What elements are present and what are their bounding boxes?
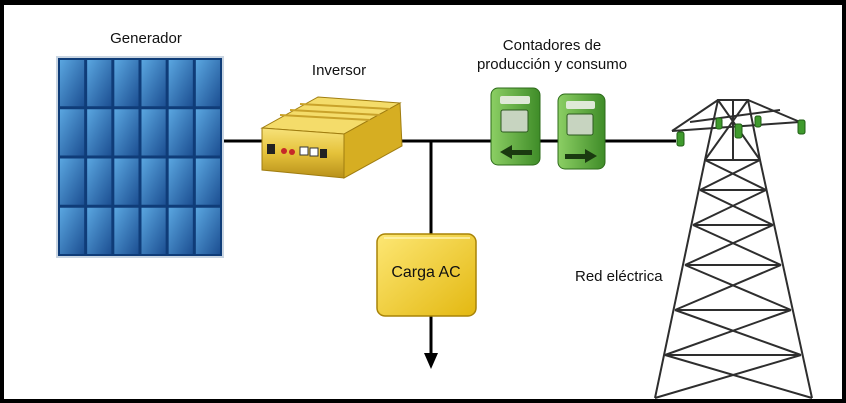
transmission-tower-icon — [654, 99, 813, 399]
solar-cell — [168, 158, 193, 205]
inverter-label: Inversor — [311, 62, 367, 79]
wiring — [222, 139, 676, 355]
solar-cell — [114, 109, 139, 156]
solar-cell — [114, 207, 139, 254]
solar-cell — [87, 158, 112, 205]
solar-cell — [60, 60, 85, 107]
generator-label: Generador — [110, 30, 182, 47]
load-output-arrow-icon — [424, 353, 438, 369]
meters-label-line2: producción y consumo — [476, 56, 628, 73]
solar-cell — [60, 207, 85, 254]
solar-cell — [141, 109, 166, 156]
grid-label: Red eléctrica — [575, 268, 663, 285]
insulator-icons — [676, 115, 806, 147]
inverter-icon — [260, 96, 403, 179]
solar-cell — [195, 158, 220, 205]
load-label: Carga AC — [391, 264, 461, 281]
solar-cell — [168, 109, 193, 156]
solar-cell — [87, 60, 112, 107]
solar-cell — [195, 60, 220, 107]
solar-cell — [87, 109, 112, 156]
ac-load-box-icon — [376, 233, 477, 317]
solar-cell — [141, 60, 166, 107]
solar-cell — [195, 207, 220, 254]
solar-cell — [195, 109, 220, 156]
solar-cell — [60, 109, 85, 156]
meter-arrow-right-icon — [557, 93, 606, 170]
solar-cell — [168, 60, 193, 107]
solar-cell — [141, 158, 166, 205]
solar-cell — [141, 207, 166, 254]
meter-arrow-left-icon — [490, 87, 541, 166]
solar-panel-icon — [56, 56, 224, 258]
solar-cell — [168, 207, 193, 254]
solar-cell — [60, 158, 85, 205]
solar-cell — [87, 207, 112, 254]
solar-cell — [114, 60, 139, 107]
meters-label-line1: Contadores de — [502, 37, 602, 54]
solar-cell — [114, 158, 139, 205]
